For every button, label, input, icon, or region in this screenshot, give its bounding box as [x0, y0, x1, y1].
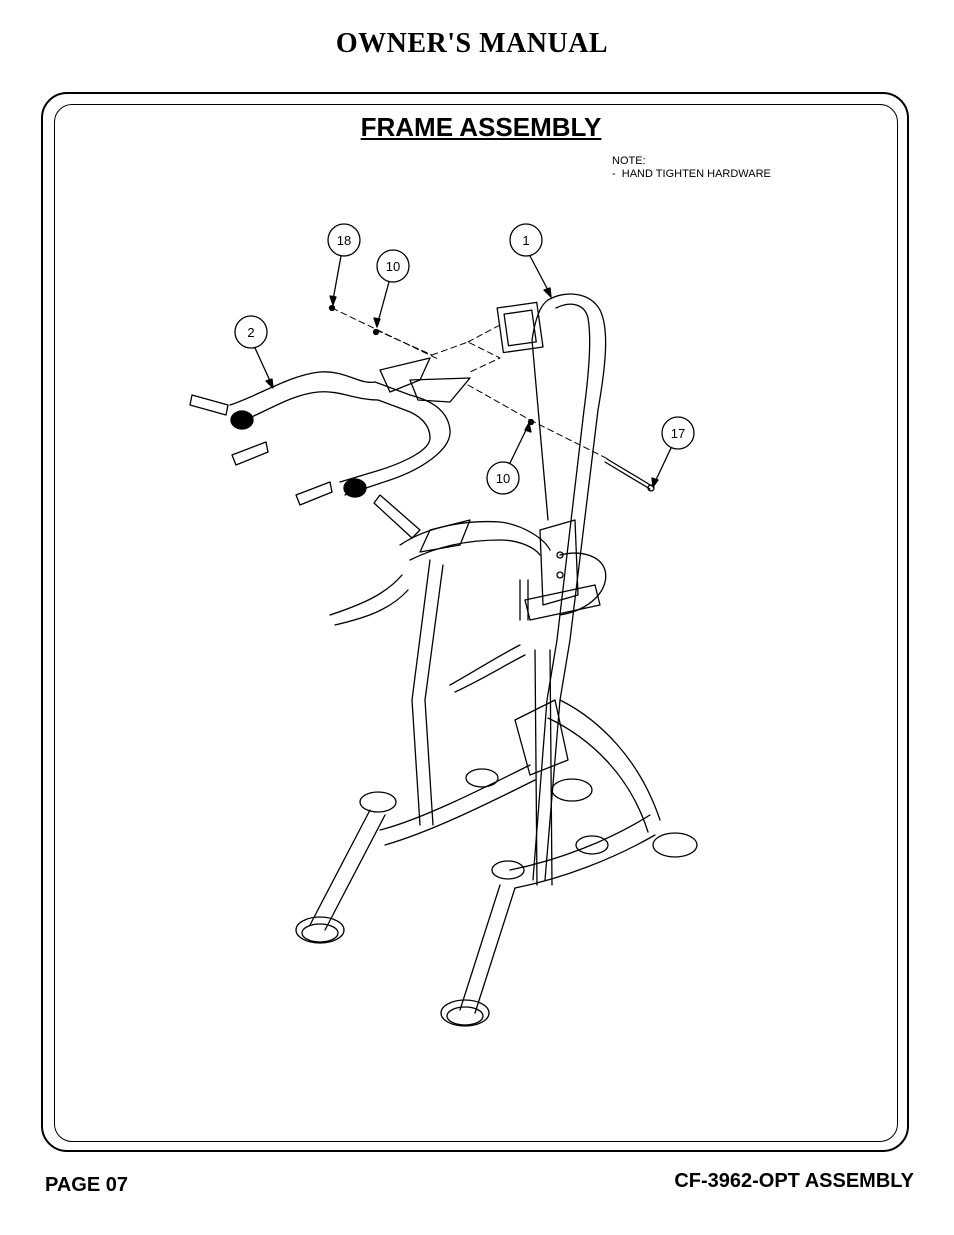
- callout-17-label: 17: [671, 426, 685, 441]
- bolt-18: [328, 304, 336, 312]
- section-title: FRAME ASSEMBLY: [360, 112, 602, 142]
- dip-bar-part-2: [189, 357, 471, 539]
- rod-part-17: [604, 458, 655, 492]
- assembly-lines: [331, 307, 611, 461]
- washer-10-top: [372, 328, 380, 336]
- note-heading: NOTE:: [612, 155, 646, 167]
- callout-18: [327, 223, 361, 306]
- washer-10-bottom: [527, 418, 535, 426]
- callout-10-top: [373, 249, 410, 328]
- assembly-note: NOTE: - HAND TIGHTEN HARDWARE: [612, 155, 771, 181]
- feet: [295, 768, 698, 1027]
- page-frame-inner: [54, 104, 898, 1142]
- callout-10-top-label: 10: [386, 259, 400, 274]
- upright-frame-part-1: [496, 293, 607, 881]
- page-number: PAGE 07: [45, 1174, 128, 1196]
- callout-10-bottom-label: 10: [496, 471, 510, 486]
- callout-17: [651, 416, 695, 488]
- callout-18-label: 18: [337, 233, 351, 248]
- callout-2-label: 2: [247, 325, 254, 340]
- front-posts: [411, 559, 553, 886]
- page-frame-outer: [41, 92, 909, 1152]
- callout-1-label: 1: [522, 233, 529, 248]
- base-tubes: [309, 699, 661, 1014]
- callout-1: [509, 223, 552, 298]
- callout-10-bottom: [486, 422, 532, 495]
- callout-2: [234, 315, 274, 389]
- model-assembly-label: CF-3962-OPT ASSEMBLY: [674, 1170, 914, 1192]
- note-line: - HAND TIGHTEN HARDWARE: [612, 168, 771, 180]
- lower-frame: [329, 519, 607, 693]
- manual-title: OWNER'S MANUAL: [335, 28, 609, 59]
